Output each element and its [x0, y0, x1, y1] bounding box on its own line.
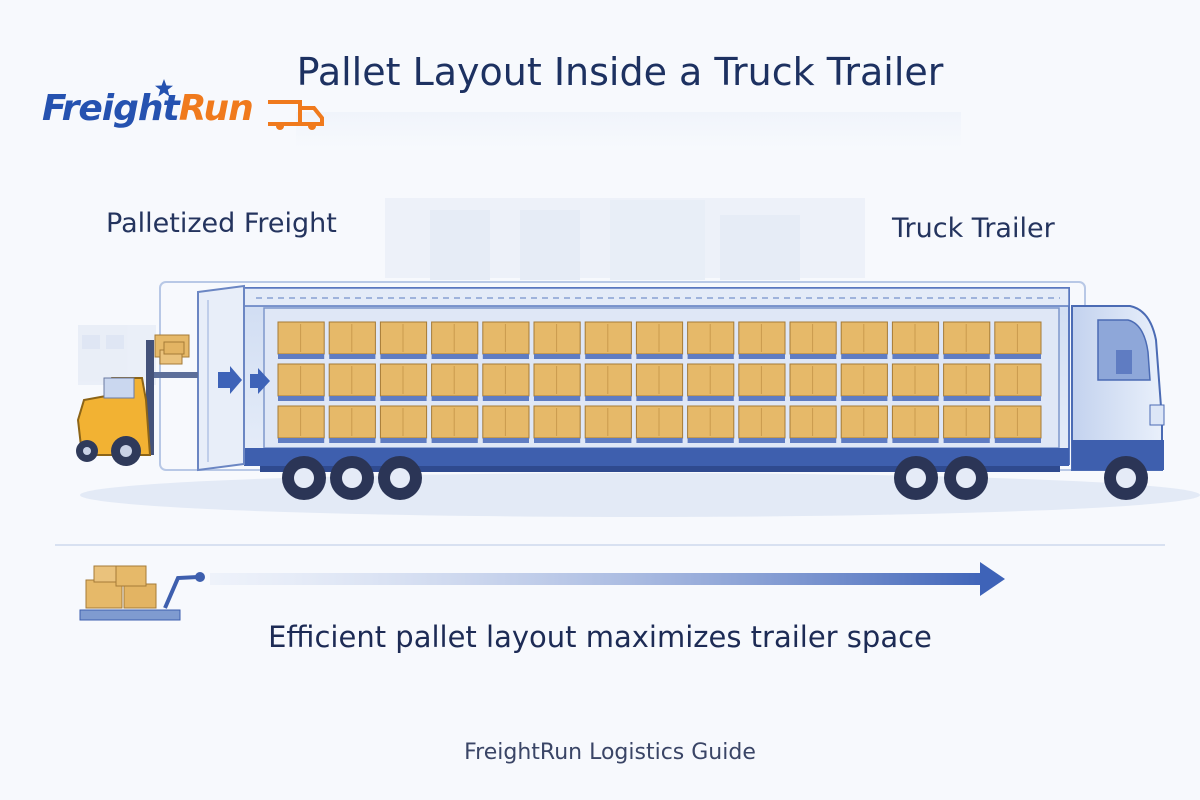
- pallet: [482, 405, 530, 443]
- pallet: [277, 363, 325, 401]
- pallet: [687, 321, 735, 359]
- pallet: [789, 405, 837, 443]
- pallet: [533, 363, 581, 401]
- truck-trailer-label: Truck Trailer: [892, 213, 1055, 244]
- wheel: [378, 456, 422, 500]
- page-title: Pallet Layout Inside a Truck Trailer: [296, 50, 944, 94]
- pallet: [840, 405, 888, 443]
- pallet: [482, 363, 530, 401]
- pallet: [482, 321, 530, 359]
- pallet: [635, 321, 684, 359]
- wheel: [894, 456, 938, 500]
- pallet: [738, 405, 786, 443]
- truck-cab: [1071, 305, 1165, 471]
- pallet: [584, 321, 632, 359]
- pallet: [379, 321, 428, 359]
- caption: Efficient pallet layout maximizes traile…: [268, 620, 932, 654]
- pallet: [943, 363, 991, 401]
- pallet: [891, 405, 940, 443]
- ground-shadow: [80, 473, 1200, 517]
- logo-text-freight: Freight: [42, 88, 180, 129]
- background-building-left: [78, 325, 156, 385]
- wheel: [1104, 456, 1148, 500]
- forklift: [76, 334, 198, 466]
- trailer-wheels: [282, 456, 1148, 500]
- wheel: [944, 456, 988, 500]
- pallet: [328, 321, 376, 359]
- logo-text: FreightRun: [42, 88, 254, 129]
- pallet: [533, 405, 581, 443]
- pallet: [277, 321, 325, 359]
- pallet: [789, 321, 837, 359]
- title-underline: [296, 112, 961, 148]
- pallet: [635, 405, 684, 443]
- pallet: [687, 363, 735, 401]
- pallet: [431, 321, 479, 359]
- pallet: [328, 363, 376, 401]
- pallet: [379, 405, 428, 443]
- pallet: [943, 405, 991, 443]
- wheel: [330, 456, 374, 500]
- pallet-jack: [79, 565, 205, 621]
- pallet: [533, 321, 581, 359]
- star-icon: [155, 79, 173, 97]
- wheel: [282, 456, 326, 500]
- truck-icon: [268, 100, 324, 130]
- pallet: [277, 405, 325, 443]
- background-warehouse: [385, 198, 865, 280]
- pallet: [635, 363, 684, 401]
- footer: FreightRun Logistics Guide: [464, 740, 756, 765]
- pallet: [840, 363, 888, 401]
- pallet: [840, 321, 888, 359]
- pallet: [328, 405, 376, 443]
- pallet: [943, 321, 991, 359]
- pallet: [789, 363, 837, 401]
- pallet: [738, 321, 786, 359]
- pallet: [431, 405, 479, 443]
- pallet: [994, 363, 1042, 401]
- direction-arrow: [210, 562, 1005, 596]
- pallet: [994, 321, 1042, 359]
- pallet: [431, 363, 479, 401]
- pallet: [738, 363, 786, 401]
- pallet: [687, 405, 735, 443]
- palletized-freight-label: Palletized Freight: [106, 208, 337, 239]
- pallet: [584, 363, 632, 401]
- pallet: [891, 321, 940, 359]
- logo-text-run: Run: [178, 88, 254, 129]
- pallet: [379, 363, 428, 401]
- pallet: [994, 405, 1042, 443]
- pallet: [584, 405, 632, 443]
- trailer-door: [197, 284, 270, 472]
- pallet: [891, 363, 940, 401]
- pallet-grid: [277, 321, 1042, 443]
